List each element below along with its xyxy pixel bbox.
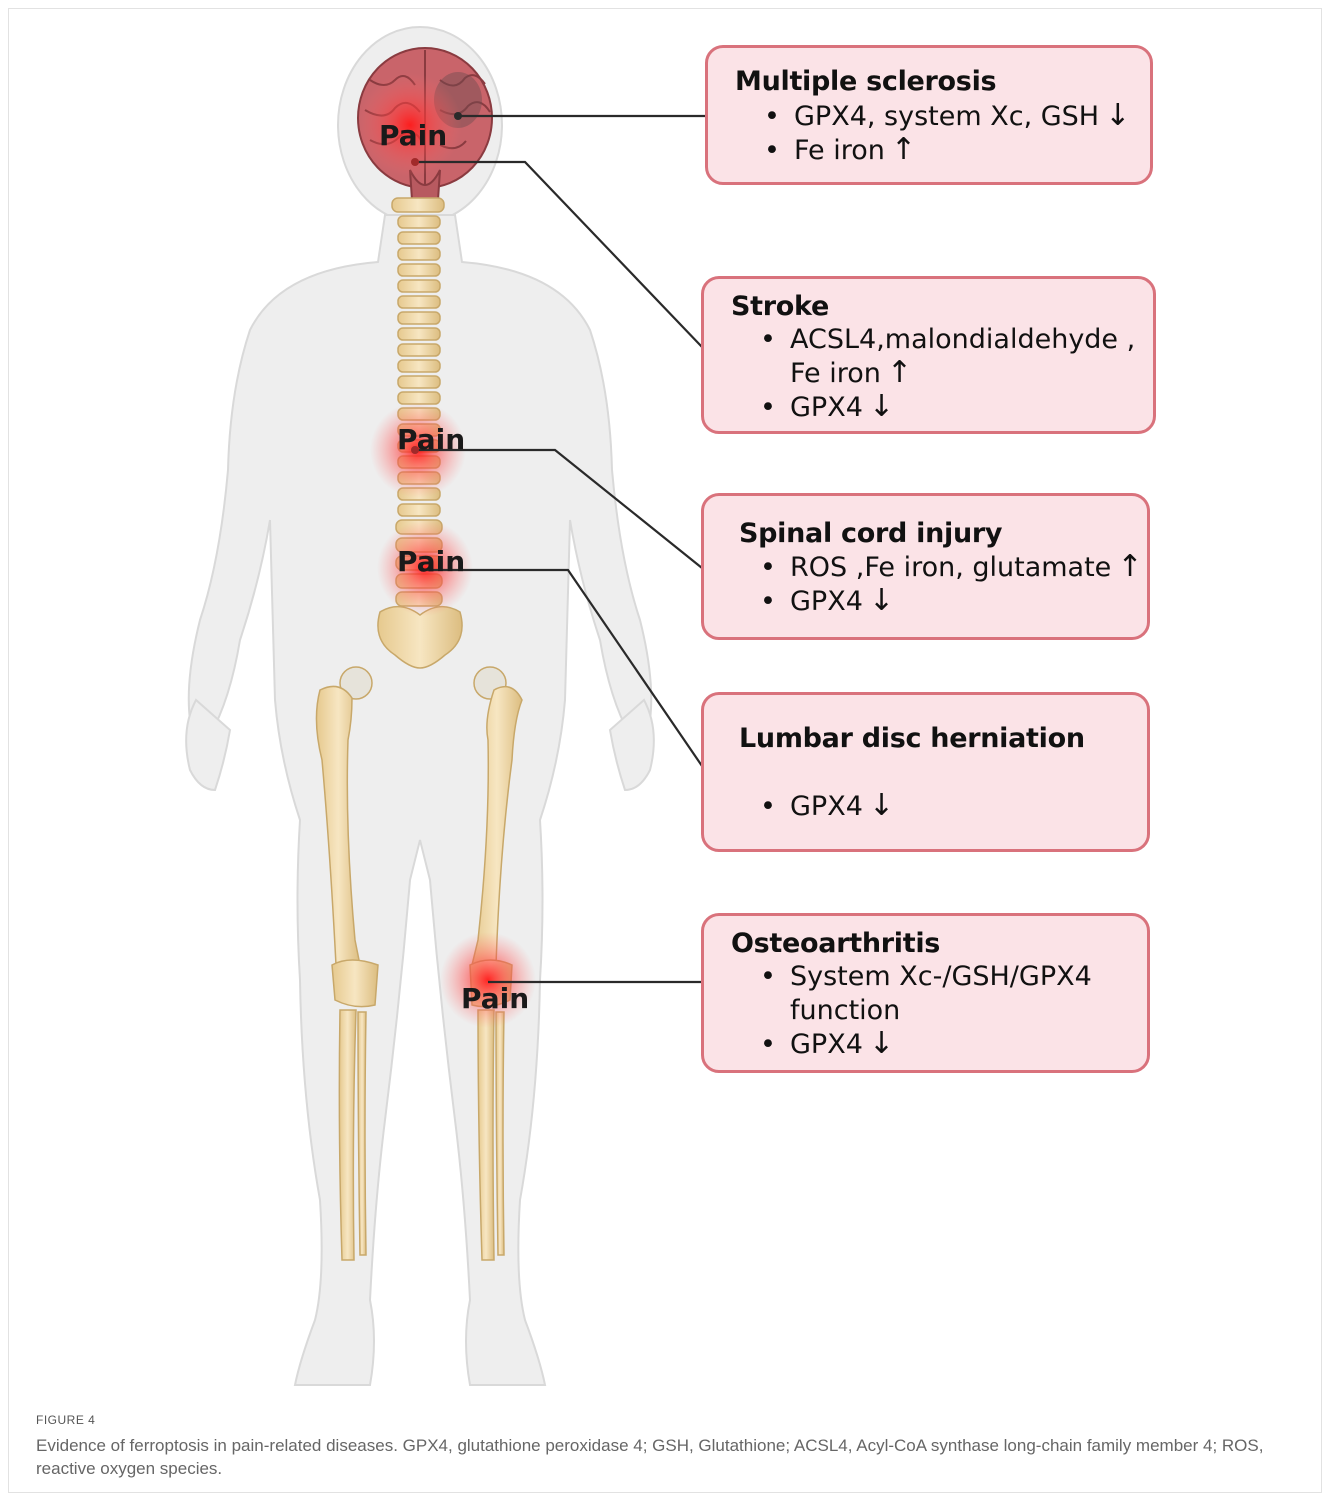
list-item: GPX4↓: [790, 1028, 1092, 1062]
bullet-list: GPX4, system Xc, GSH↓ Fe iron↑: [708, 100, 1130, 168]
pain-label-knee: Pain: [461, 982, 529, 1015]
pain-label-brain: Pain: [379, 119, 447, 152]
box-title: Spinal cord injury: [739, 518, 1002, 549]
box-lumbar-disc-herniation: Lumbar disc herniation GPX4↓: [701, 692, 1150, 852]
box-title: Lumbar disc herniation: [739, 723, 1085, 754]
box-title: Multiple sclerosis: [735, 66, 996, 97]
bullet-list: ROS ,Fe iron, glutamate↑ GPX4↓: [704, 551, 1142, 619]
box-title: Osteoarthritis: [731, 928, 940, 959]
list-item: GPX4↓: [790, 790, 894, 824]
list-item: GPX4, system Xc, GSH↓: [794, 100, 1130, 134]
down-arrow-icon: ↓: [869, 397, 894, 417]
list-item: GPX4↓: [790, 391, 1135, 425]
down-arrow-icon: ↓: [869, 1034, 894, 1054]
figure-label: FIGURE 4: [36, 1413, 95, 1427]
pain-label-lumbar: Pain: [397, 545, 465, 578]
list-item: ACSL4,malondialdehyde ,Fe iron↑: [790, 323, 1135, 391]
box-osteoarthritis: Osteoarthritis System Xc-/GSH/GPX4functi…: [701, 913, 1150, 1073]
down-arrow-icon: ↓: [869, 591, 894, 611]
bullet-list: GPX4↓: [704, 790, 894, 824]
up-arrow-icon: ↑: [891, 140, 916, 160]
down-arrow-icon: ↓: [1105, 106, 1130, 126]
list-item: Fe iron↑: [794, 134, 1130, 168]
box-title: Stroke: [731, 291, 829, 322]
box-spinal-cord-injury: Spinal cord injury ROS ,Fe iron, glutama…: [701, 493, 1150, 640]
body-silhouette: [186, 27, 654, 1385]
down-arrow-icon: ↓: [869, 796, 894, 816]
bullet-list: ACSL4,malondialdehyde ,Fe iron↑ GPX4↓: [704, 323, 1135, 425]
list-item: ROS ,Fe iron, glutamate↑: [790, 551, 1142, 585]
box-stroke: Stroke ACSL4,malondialdehyde ,Fe iron↑ G…: [701, 276, 1156, 434]
box-multiple-sclerosis: Multiple sclerosis GPX4, system Xc, GSH↓…: [705, 45, 1153, 185]
up-arrow-icon: ↑: [887, 363, 912, 383]
figure-caption: Evidence of ferroptosis in pain-related …: [36, 1434, 1296, 1480]
list-item: GPX4↓: [790, 585, 1142, 619]
pain-label-thoracic: Pain: [397, 423, 465, 456]
up-arrow-icon: ↑: [1117, 557, 1142, 577]
